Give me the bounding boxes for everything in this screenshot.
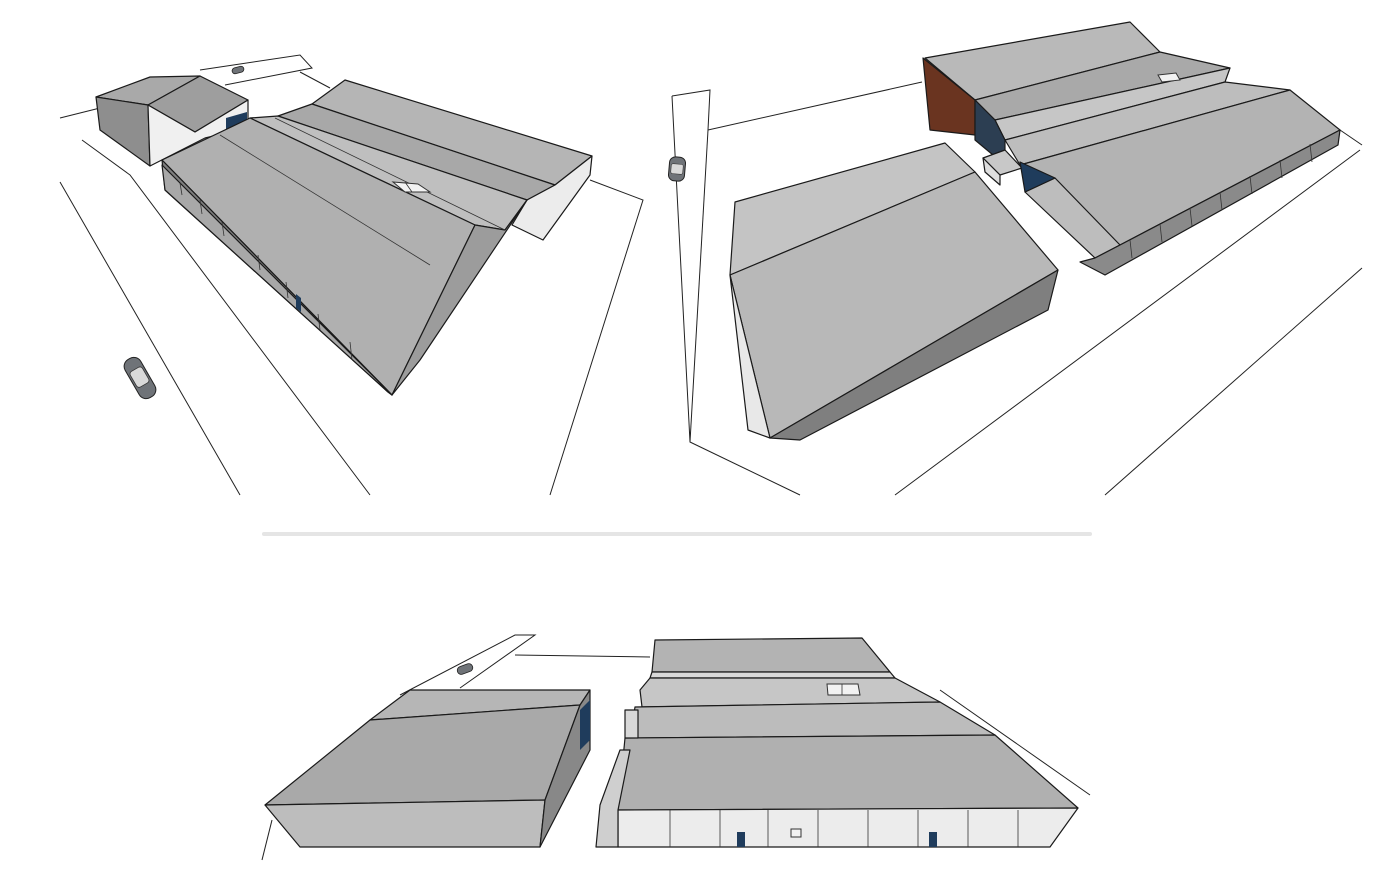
left-block: [264, 689, 591, 848]
aerial-view-bottom: [250, 610, 1110, 883]
rear-wall-end: [511, 155, 593, 241]
site-boundary-lines: [59, 54, 644, 496]
right-front-wall: [1079, 129, 1341, 276]
annex-wall: [982, 157, 1001, 186]
right-block: [595, 637, 1079, 848]
car-icon: [456, 663, 474, 675]
right-rooflight: [826, 683, 861, 696]
annex-small: [624, 709, 639, 739]
front-wall-bays: [179, 182, 353, 361]
front-door-tl: [296, 294, 301, 312]
car-icon: [231, 65, 245, 75]
right-low-roof: [629, 701, 996, 739]
right-front-wall: [617, 807, 1079, 848]
window-bottom: [790, 828, 802, 838]
left-wall-front: [264, 799, 546, 848]
annex-left: [595, 749, 631, 848]
door-bottom-2: [929, 832, 937, 847]
aerial-view-top-right-svg: [667, 21, 1363, 496]
aerial-view-top-right: [650, 0, 1377, 500]
right-wall-dark: [1019, 161, 1056, 193]
rear-complex: [922, 21, 1341, 276]
large-wall-end: [769, 269, 1059, 441]
left-door: [580, 700, 590, 750]
car-icon: [123, 356, 157, 400]
right-mid-roof: [639, 677, 941, 708]
rear-warehouse: [277, 79, 593, 241]
site-boundary-lines-right: [671, 81, 1363, 496]
front-roof-slope: [391, 199, 528, 396]
right-back-wall: [649, 671, 896, 679]
rear-rooflight: [1157, 72, 1181, 83]
right-wall-bays: [1129, 143, 1313, 259]
car-icon: [667, 156, 687, 182]
large-warehouse: [729, 142, 1059, 441]
front-wall-lower: [161, 164, 393, 396]
view-divider: [262, 532, 1092, 536]
right-main-roof: [617, 734, 1079, 811]
left-roof-front: [264, 704, 581, 806]
right-wall-bays-bottom: [669, 810, 1019, 847]
rooflight: [391, 181, 432, 193]
right-back-roof: [651, 637, 891, 673]
aerial-view-top-left-svg: [59, 54, 644, 496]
front-warehouse: [161, 115, 528, 396]
door-bottom-1: [737, 832, 745, 847]
large-wall-side: [729, 274, 771, 439]
aerial-view-bottom-svg: [261, 634, 1091, 861]
aerial-view-top-left: [0, 0, 690, 500]
